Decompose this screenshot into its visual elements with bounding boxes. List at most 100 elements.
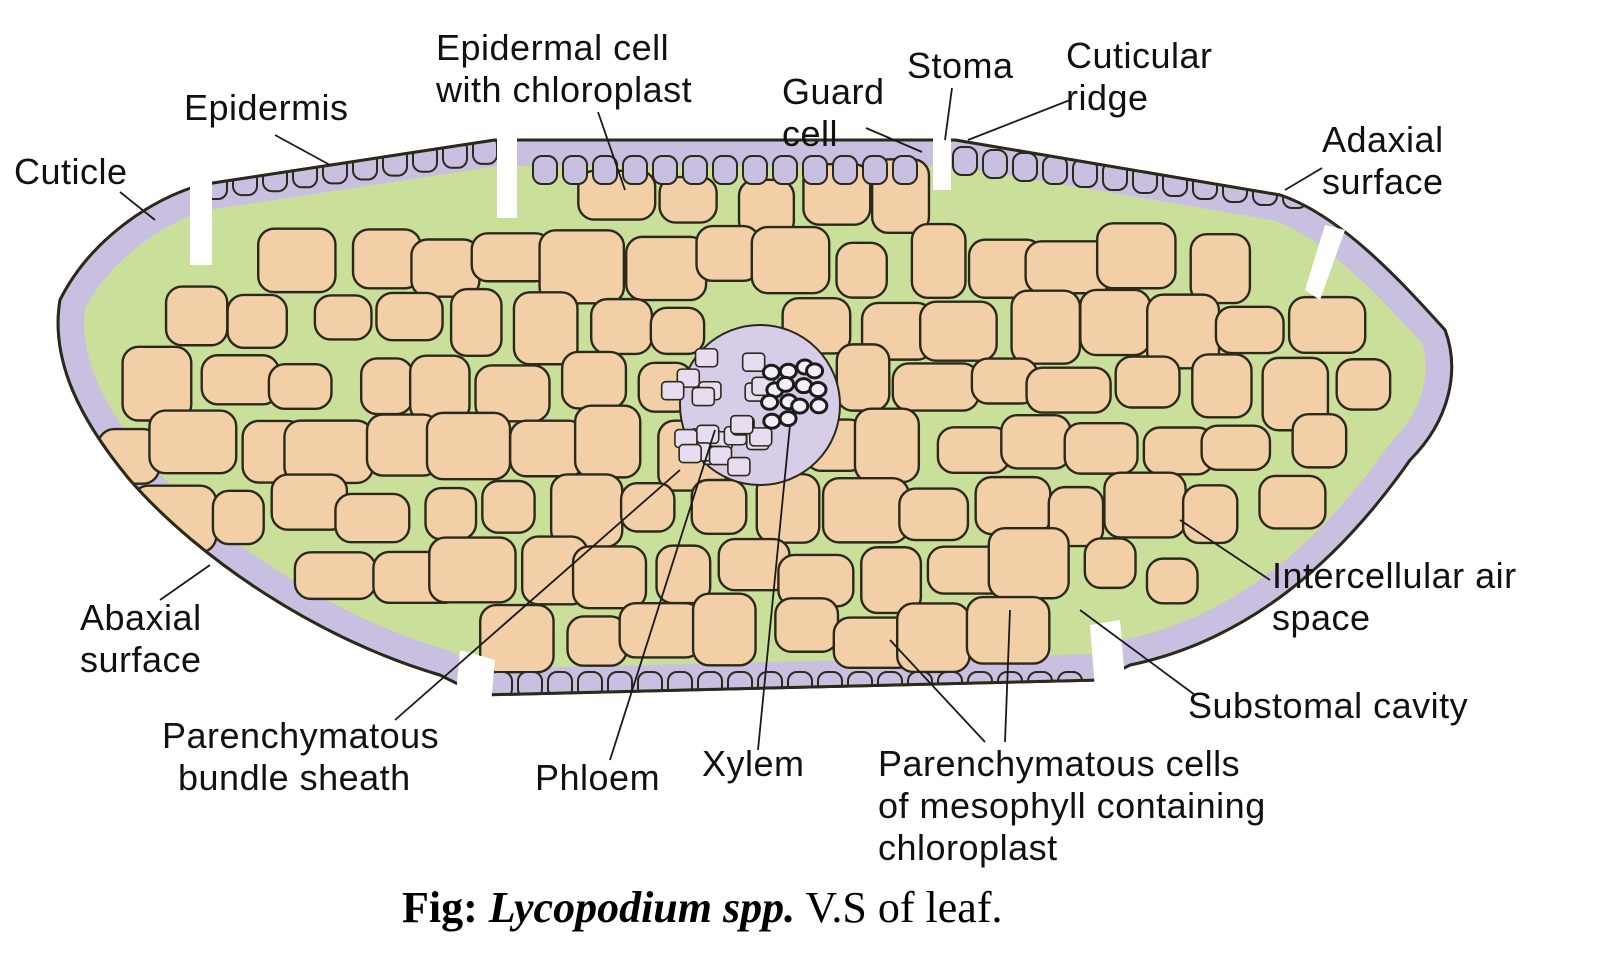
label-adaxial-surface: Adaxial surface <box>1322 119 1454 202</box>
label-mesophyll-line1: Parenchymatous cells <box>878 743 1240 784</box>
label-substomal-cavity: Substomal cavity <box>1188 685 1468 726</box>
mesophyll-cell <box>987 526 1070 600</box>
mesophyll-cell <box>538 229 626 305</box>
mesophyll-cell <box>691 592 757 667</box>
mesophyll-cell <box>1200 424 1272 472</box>
mesophyll-cell <box>267 362 333 411</box>
epidermal-cell <box>682 155 708 185</box>
mesophyll-cell <box>619 481 676 533</box>
epidermal-cell <box>1162 167 1188 197</box>
mesophyll-cell <box>860 546 923 615</box>
mesophyll-cell <box>695 224 761 282</box>
phloem-cell <box>694 347 719 368</box>
epidermal-cell <box>757 671 783 695</box>
epidermal-cell <box>787 671 813 695</box>
mesophyll-cell <box>211 489 265 546</box>
mesophyll-cell <box>618 602 703 659</box>
epidermal-cell <box>832 155 858 185</box>
mesophyll-cell <box>257 227 337 294</box>
label-intercellular-air-space: Intercellular air space <box>1272 555 1527 638</box>
gap-right <box>1305 225 1345 300</box>
mesophyll-cell <box>474 364 551 423</box>
epidermal-cell <box>322 154 348 185</box>
xylem-element <box>808 381 828 399</box>
gap-bottom-left <box>455 650 495 715</box>
epidermal-cell <box>982 149 1008 179</box>
stoma-gap-top <box>933 130 951 190</box>
mesophyll-cell <box>750 225 831 295</box>
epidermal-cell <box>862 155 888 185</box>
phloem-cell <box>748 427 773 447</box>
caption-suffix: V.S of leaf. <box>795 883 1002 932</box>
epidermal-cell <box>892 155 918 185</box>
epidermal-cell <box>1027 671 1053 695</box>
mesophyll-cells <box>96 158 1392 674</box>
label-epidermal-cell-line1: Epidermal cell <box>436 27 669 68</box>
caption-prefix: Fig: <box>402 883 489 932</box>
mesophyll-cell <box>1181 484 1239 545</box>
mesophyll-cell <box>910 222 967 299</box>
mesophyll-cell <box>560 350 628 410</box>
label-stoma: Stoma <box>907 45 1014 86</box>
phloem-cell <box>691 386 716 407</box>
epidermal-cell <box>532 155 558 185</box>
phloem-cell <box>695 424 720 445</box>
epidermal-cell <box>232 166 258 197</box>
mesophyll-cell <box>1025 366 1112 414</box>
label-abaxial-line1: Abaxial <box>80 597 202 638</box>
mesophyll-cell <box>1335 358 1392 411</box>
phloem-cell <box>660 380 685 401</box>
mesophyll-cell <box>481 479 536 534</box>
epidermal-cell <box>697 671 723 695</box>
epidermal-cell <box>622 155 648 185</box>
mesophyll-cell <box>895 602 971 674</box>
mesophyll-cell <box>1083 537 1137 590</box>
xylem-element <box>790 397 810 415</box>
mesophyll-cell <box>1079 288 1152 357</box>
mesophyll-cell <box>853 407 921 484</box>
figure-caption: Fig: Lycopodium spp. V.S of leaf. <box>402 883 1003 932</box>
epidermal-cell <box>292 158 318 189</box>
label-intercellular-line1: Intercellular air <box>1272 555 1517 596</box>
gap-top-left <box>497 128 517 218</box>
label-mesophyll-line2: of mesophyll containing <box>878 785 1266 826</box>
label-guard-cell-line1: Guard <box>782 71 885 112</box>
mesophyll-cell <box>1291 413 1348 469</box>
label-bundle-sheath-line2: bundle sheath <box>178 757 411 798</box>
xylem-element <box>762 412 782 430</box>
mesophyll-cell <box>774 597 840 653</box>
mesophyll-cell <box>821 477 910 544</box>
mesophyll-cell <box>1000 413 1072 470</box>
epidermal-cell <box>742 155 768 185</box>
xylem-element <box>776 375 796 393</box>
label-cuticular-ridge: Cuticular ridge <box>1066 35 1223 118</box>
mesophyll-cell <box>293 551 377 601</box>
label-guard-cell-line2: cell <box>782 113 838 154</box>
label-xylem: Xylem <box>702 743 805 784</box>
xylem-element <box>778 362 798 380</box>
xylem-element <box>760 393 780 411</box>
mesophyll-cell <box>690 478 748 536</box>
epidermal-cell <box>1042 155 1068 185</box>
mesophyll-cell <box>313 294 373 341</box>
mesophyll-cell <box>835 241 888 299</box>
label-abaxial-surface: Abaxial surface <box>80 597 212 680</box>
mesophyll-cell <box>566 615 628 667</box>
mesophyll-cell <box>508 419 586 478</box>
label-mesophyll: Parenchymatous cells of mesophyll contai… <box>878 743 1276 868</box>
mesophyll-cell <box>449 287 503 358</box>
epidermal-cell <box>967 671 993 695</box>
mesophyll-cell <box>1214 305 1285 355</box>
mesophyll-cell <box>974 475 1052 536</box>
epidermal-cell <box>637 671 663 695</box>
mesophyll-cell <box>571 545 648 610</box>
mesophyll-cell <box>835 343 891 412</box>
vascular-bundle <box>660 324 841 486</box>
epidermal-cell <box>262 162 288 193</box>
gap-left <box>190 175 212 265</box>
label-cuticular-ridge-line2: ridge <box>1066 77 1149 118</box>
label-adaxial-line1: Adaxial <box>1322 119 1444 160</box>
epidermal-cell <box>1012 152 1038 182</box>
